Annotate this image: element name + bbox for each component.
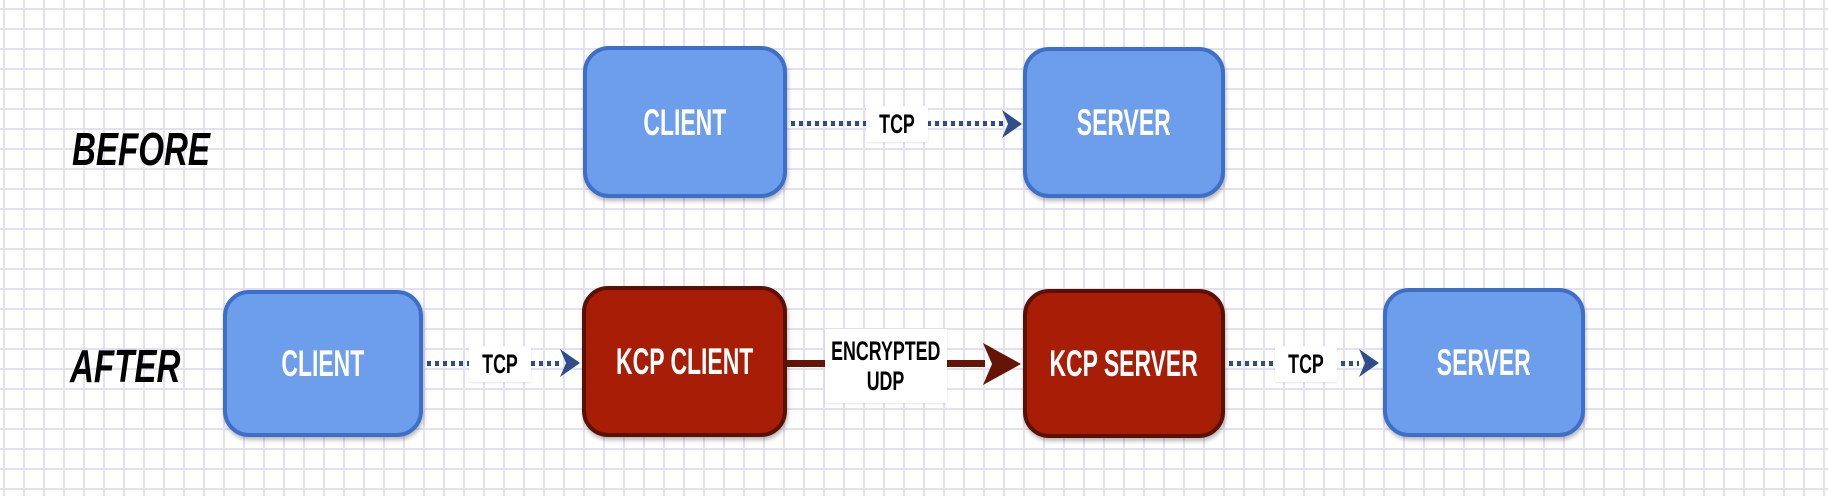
- after-udp-arrowhead-icon: [983, 343, 1021, 385]
- after-client-node: CLIENT: [223, 290, 423, 437]
- after-server-node-label: SERVER: [1437, 342, 1531, 383]
- after-tcp-right-arrowhead-icon: [1359, 349, 1379, 377]
- after-tcp-left-arrowhead-icon: [560, 349, 580, 377]
- after-tcp-right-label-text: TCP: [1288, 349, 1324, 379]
- after-server-node: SERVER: [1383, 288, 1585, 437]
- after-udp-label: ENCRYPTED UDP: [825, 329, 947, 403]
- after-udp-label-line1: ENCRYPTED: [831, 336, 941, 366]
- before-client-node: CLIENT: [583, 46, 787, 198]
- after-row-label: AFTER: [70, 340, 181, 392]
- before-tcp-label: TCP: [866, 106, 928, 142]
- after-tcp-right-label: TCP: [1275, 346, 1337, 382]
- after-kcp-server-node-label: KCP SERVER: [1049, 343, 1199, 384]
- before-client-node-label: CLIENT: [643, 101, 727, 143]
- before-server-node: SERVER: [1023, 47, 1225, 198]
- after-kcp-client-node-label: KCP CLIENT: [615, 341, 754, 382]
- before-row-label: BEFORE: [72, 123, 211, 175]
- after-tcp-left-label-text: TCP: [482, 349, 518, 379]
- before-server-node-label: SERVER: [1077, 102, 1171, 143]
- after-kcp-server-node: KCP SERVER: [1023, 289, 1225, 438]
- after-tcp-left-label: TCP: [469, 346, 531, 382]
- after-udp-label-line2: UDP: [867, 366, 905, 396]
- before-tcp-arrowhead-icon: [1002, 110, 1022, 138]
- after-kcp-client-node: KCP CLIENT: [582, 286, 787, 437]
- after-client-node-label: CLIENT: [281, 343, 365, 384]
- before-tcp-label-text: TCP: [879, 109, 915, 139]
